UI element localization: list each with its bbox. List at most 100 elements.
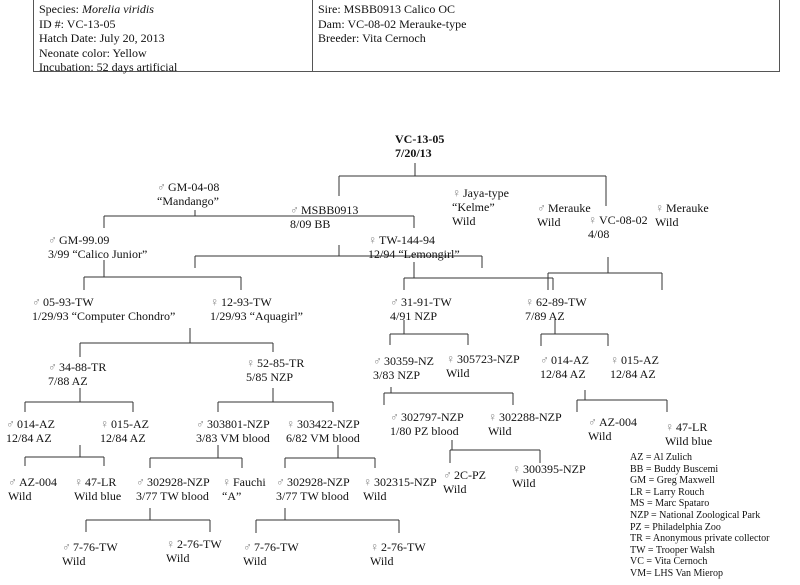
node-id: ♀12-93-TW	[210, 295, 272, 309]
node-id: VC-13-05	[395, 132, 445, 146]
info-header: Species: Morelia viridis ID #: VC-13-05 …	[33, 0, 780, 75]
male-icon: ♂	[32, 295, 41, 309]
legend-item: TW = Trooper Walsh	[630, 544, 715, 556]
node-detail: Wild	[363, 489, 387, 503]
node-id: ♀302315-NZP	[363, 475, 437, 489]
male-icon: ♂	[276, 475, 285, 489]
male-icon: ♂	[48, 360, 57, 374]
node-detail: 12/84 AZ	[540, 367, 586, 381]
dam-node: ♀Jaya-type“Kelme”Wild	[452, 186, 509, 228]
breeder-row: Breeder: Vita Cernoch	[318, 31, 426, 45]
node-id: ♀Jaya-type	[452, 186, 509, 200]
node-id: ♀TW-144-94	[368, 233, 435, 247]
node-detail: 8/09 BB	[290, 217, 331, 231]
abbreviation-legend: AZ = Al Zulich BB = Buddy Buscemi GM = G…	[630, 452, 770, 580]
node-detail: Wild blue	[74, 489, 122, 503]
sire-row: Sire: MSBB0913 Calico OC	[318, 2, 456, 16]
female-icon: ♀	[665, 420, 674, 434]
species-row: Species: Morelia viridis	[39, 2, 154, 16]
node-detail: Wild	[8, 489, 32, 503]
node-detail: Wild	[446, 366, 470, 380]
node-detail: 6/82 VM blood	[286, 431, 360, 445]
node-detail: Wild	[370, 554, 394, 568]
node-id: ♀305723-NZP	[446, 352, 520, 366]
node-detail: 7/20/13	[395, 146, 432, 160]
male-icon: ♂	[290, 203, 299, 217]
node-detail: Wild	[243, 554, 267, 568]
node-id: ♂AZ-004	[8, 475, 57, 489]
legend-item: LR = Larry Rouch	[630, 486, 705, 498]
node-id: ♂MSBB0913	[290, 203, 359, 217]
node-id: ♂05-93-TW	[32, 295, 94, 309]
node-detail: 12/84 AZ	[100, 431, 146, 445]
node-detail: 12/84 AZ	[6, 431, 52, 445]
node-detail: Wild	[588, 429, 612, 443]
legend-item: NZP = National Zoological Park	[630, 509, 761, 521]
node-id: ♂Merauke	[537, 201, 591, 215]
neonate-color-row: Neonate color: Yellow	[39, 45, 147, 60]
male-icon: ♂	[390, 410, 399, 424]
node-id: ♀2-76-TW	[166, 537, 222, 551]
node-id: ♂7-76-TW	[243, 540, 299, 554]
legend-item: AZ = Al Zulich	[630, 452, 693, 463]
node-id: ♀62-89-TW	[525, 295, 587, 309]
node-id: ♂34-88-TR	[48, 360, 107, 374]
male-icon: ♂	[157, 180, 166, 194]
node-detail: 5/85 NZP	[246, 370, 294, 384]
node-id: ♂2C-PZ	[443, 468, 487, 482]
node-detail: “Kelme”	[452, 200, 495, 214]
node-id: ♂014-AZ	[6, 417, 55, 431]
male-icon: ♂	[390, 295, 399, 309]
legend-item: TR = Anonymous private collector	[630, 533, 770, 545]
id-row: ID #: VC-13-05	[39, 16, 116, 31]
male-icon: ♂	[243, 540, 252, 554]
node-detail: 3/83 VM blood	[196, 431, 270, 445]
node-id: ♀47-LR	[74, 475, 117, 489]
legend-item: VC = Vita Cernoch	[630, 556, 708, 568]
female-icon: ♀	[512, 462, 521, 476]
node-detail: Wild	[488, 424, 512, 438]
dam-node: ♀Fauchi“A”	[222, 475, 266, 503]
node-id: ♂AZ-004	[588, 415, 637, 429]
male-icon: ♂	[540, 353, 549, 367]
node-id: ♂GM-99.09	[48, 233, 110, 247]
female-icon: ♀	[488, 410, 497, 424]
dam-row: Dam: VC-08-02 Merauke-type	[318, 16, 467, 31]
node-detail: 1/29/93 “Aquagirl”	[210, 309, 303, 323]
incubation-row: Incubation: 52 days artificial	[39, 60, 178, 74]
legend-item: VM= LHS Van Mierop	[630, 567, 723, 579]
node-detail: 1/29/93 “Computer Chondro”	[32, 309, 176, 323]
male-icon: ♂	[588, 415, 597, 429]
female-icon: ♀	[525, 295, 534, 309]
node-detail: 4/08	[588, 227, 610, 241]
node-id: ♂31-91-TW	[390, 295, 452, 309]
node-detail: Wild	[537, 215, 561, 229]
hatch-date-row: Hatch Date: July 20, 2013	[39, 31, 165, 45]
node-detail: 12/84 AZ	[610, 367, 656, 381]
male-icon: ♂	[6, 417, 15, 431]
node-id: ♀015-AZ	[100, 417, 149, 431]
female-icon: ♀	[368, 233, 377, 247]
node-detail: 3/77 TW blood	[136, 489, 209, 503]
male-icon: ♂	[136, 475, 145, 489]
legend-item: PZ = Philadelphia Zoo	[630, 521, 721, 533]
node-detail: 3/77 TW blood	[276, 489, 349, 503]
animal-info: Species: Morelia viridis ID #: VC-13-05 …	[39, 2, 177, 75]
node-detail: Wild	[443, 482, 467, 496]
